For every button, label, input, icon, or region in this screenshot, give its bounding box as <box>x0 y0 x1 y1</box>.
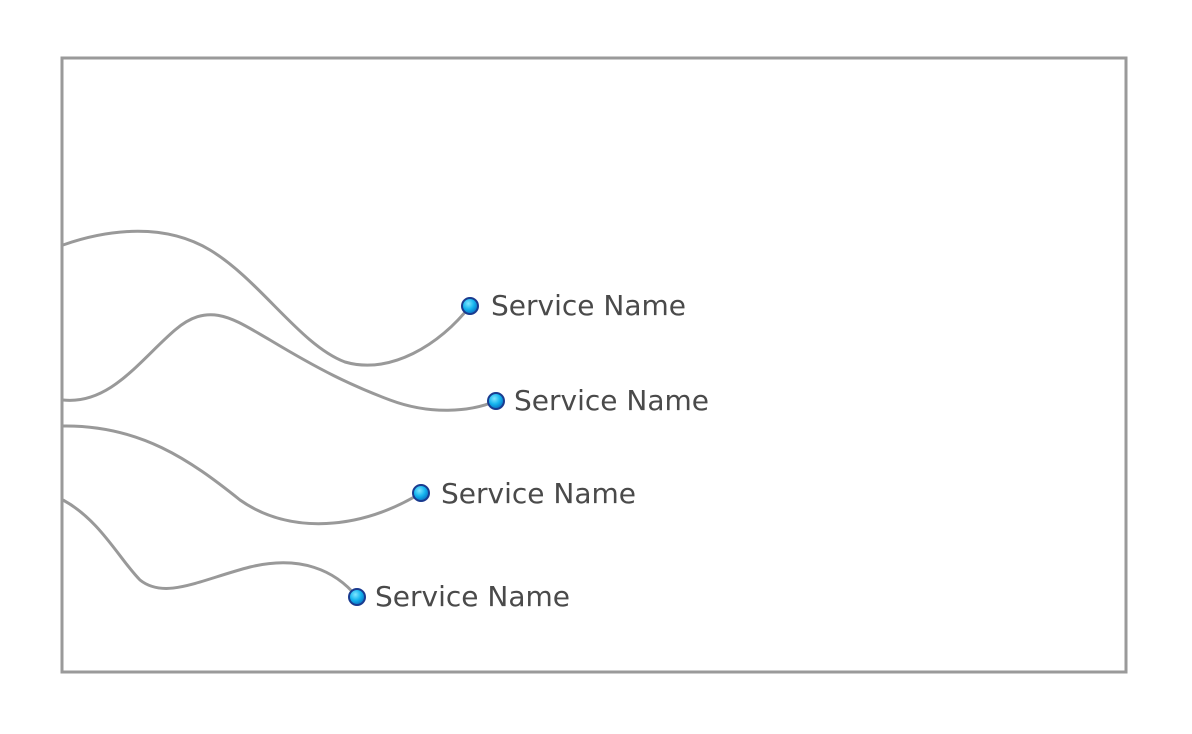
connector-line-4 <box>62 498 359 598</box>
node-dot-icon[interactable] <box>412 484 430 502</box>
connector-line-2 <box>62 313 497 412</box>
service-label: Service Name <box>375 580 570 613</box>
node-dot-icon[interactable] <box>487 392 505 410</box>
connector-line-1 <box>62 229 472 367</box>
service-label: Service Name <box>514 384 709 417</box>
connector-line-3 <box>62 424 422 526</box>
node-dot-icon[interactable] <box>348 588 366 606</box>
service-label: Service Name <box>491 289 686 322</box>
service-label: Service Name <box>441 477 636 510</box>
node-dot-icon[interactable] <box>461 297 479 315</box>
frame-border <box>60 56 1128 674</box>
